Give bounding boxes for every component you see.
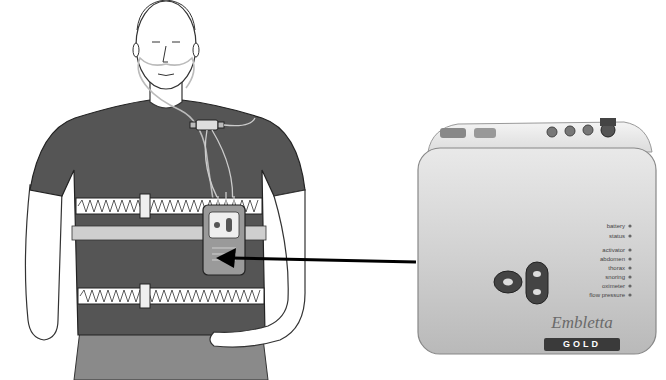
- nasal-cannula: [138, 58, 214, 206]
- device-port: [600, 118, 616, 126]
- device-button: [503, 279, 513, 286]
- recorder-panel: [209, 212, 239, 238]
- recorder-button: [226, 218, 232, 232]
- belt-clip: [140, 284, 150, 308]
- device-port: [547, 127, 557, 137]
- led-label: battery: [607, 223, 625, 230]
- model-name: GOLD: [563, 340, 601, 350]
- led-label: thorax: [608, 265, 625, 272]
- chest-sensor: [196, 120, 218, 130]
- status-leds: [628, 224, 631, 296]
- device-button: [526, 262, 548, 304]
- belt-clip: [140, 194, 150, 218]
- led-label: flow pressure: [589, 292, 625, 299]
- brand-name: Embletta: [551, 314, 612, 333]
- led-label: status: [609, 233, 625, 240]
- led-label: activator: [602, 247, 625, 254]
- led-label: snoring: [605, 274, 625, 281]
- ear: [133, 43, 139, 57]
- recorder-button: [214, 222, 220, 228]
- device-port: [474, 128, 496, 138]
- device-button: [533, 289, 541, 295]
- device-button: [494, 271, 522, 293]
- ear: [193, 43, 199, 57]
- device-port: [440, 128, 466, 138]
- led-label: oximeter: [602, 283, 625, 290]
- chest-sensor: [190, 122, 196, 128]
- device-port: [565, 126, 575, 136]
- nasal-cannula: [166, 58, 194, 88]
- arrow-head: [216, 248, 236, 268]
- face: [152, 42, 180, 76]
- abdomen-belt: [78, 288, 264, 304]
- sensor-wire: [205, 118, 255, 206]
- left-arm: [25, 185, 62, 340]
- head: [136, 1, 196, 89]
- device-lead: [218, 192, 234, 206]
- shirt: [30, 100, 305, 335]
- gold-badge: [544, 338, 620, 351]
- led-label: abdomen: [600, 256, 625, 263]
- chest-sensor: [218, 122, 224, 128]
- device-housing: [418, 148, 656, 354]
- device-button: [533, 271, 541, 277]
- belt-zigzag: [80, 290, 260, 302]
- device-port: [583, 125, 593, 135]
- hair: [137, 0, 195, 30]
- pointer-arrow: [232, 258, 416, 262]
- worn-recorder: [203, 205, 245, 275]
